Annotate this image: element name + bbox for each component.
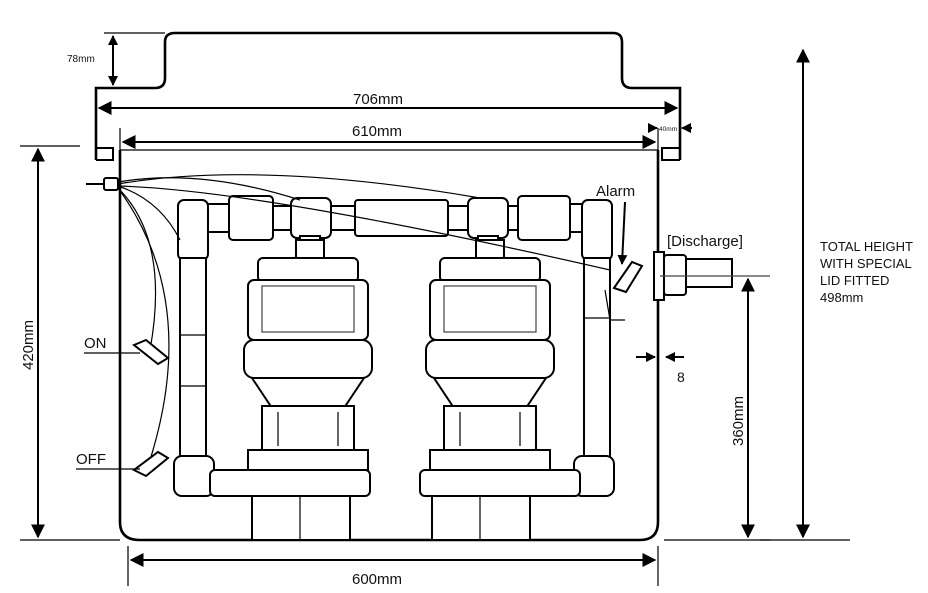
- dim-lid-step: 78mm: [67, 32, 165, 89]
- float-switch-on: [132, 338, 170, 366]
- dim-inner-width: 610mm: [119, 123, 659, 152]
- dim-base-width-label: 600mm: [352, 571, 402, 588]
- note-line: 498mm: [820, 290, 864, 305]
- dim-tank-height: 420mm: [20, 145, 120, 541]
- dim-base-width: 600mm: [127, 546, 659, 588]
- off-callout: OFF: [76, 451, 140, 470]
- total-height-note: TOTAL HEIGHT WITH SPECIAL LID FITTED 498…: [820, 238, 928, 306]
- off-label: OFF: [76, 451, 106, 468]
- dim-inner-width-label: 610mm: [352, 123, 402, 140]
- dim-lid-width-label: 706mm: [353, 91, 403, 108]
- lid: [94, 31, 682, 161]
- alarm-label: Alarm: [596, 183, 635, 200]
- float-switch-off: [132, 450, 170, 478]
- dim-outlet-height-label: 360mm: [730, 396, 747, 446]
- dim-lid-width: 706mm: [95, 91, 681, 120]
- dim-tank-height-label: 420mm: [20, 320, 37, 370]
- float-cables: [86, 174, 625, 461]
- dim-total-height: [760, 48, 850, 541]
- on-callout: ON: [84, 335, 140, 354]
- alarm-callout: Alarm: [596, 183, 635, 265]
- dim-outlet-height: 360mm: [664, 277, 770, 541]
- dim-lid-step-label: 78mm: [67, 54, 95, 65]
- dim-wall-thickness: 8: [636, 352, 685, 385]
- discharge-pipework: [173, 195, 770, 497]
- note-line: LID FITTED: [820, 273, 890, 288]
- tank-body: [118, 149, 660, 542]
- dim-flange: 40mm: [648, 123, 692, 133]
- dim-flange-label: 40mm: [659, 126, 677, 133]
- pump-left: [243, 239, 373, 541]
- note-line: WITH SPECIAL: [820, 256, 912, 271]
- dim-wall-thickness-label: 8: [677, 369, 685, 385]
- on-label: ON: [84, 335, 107, 352]
- discharge-label: [Discharge]: [667, 233, 743, 250]
- note-line: TOTAL HEIGHT: [820, 239, 913, 254]
- pump-right: [425, 239, 555, 541]
- float-switch-alarm: [612, 260, 644, 294]
